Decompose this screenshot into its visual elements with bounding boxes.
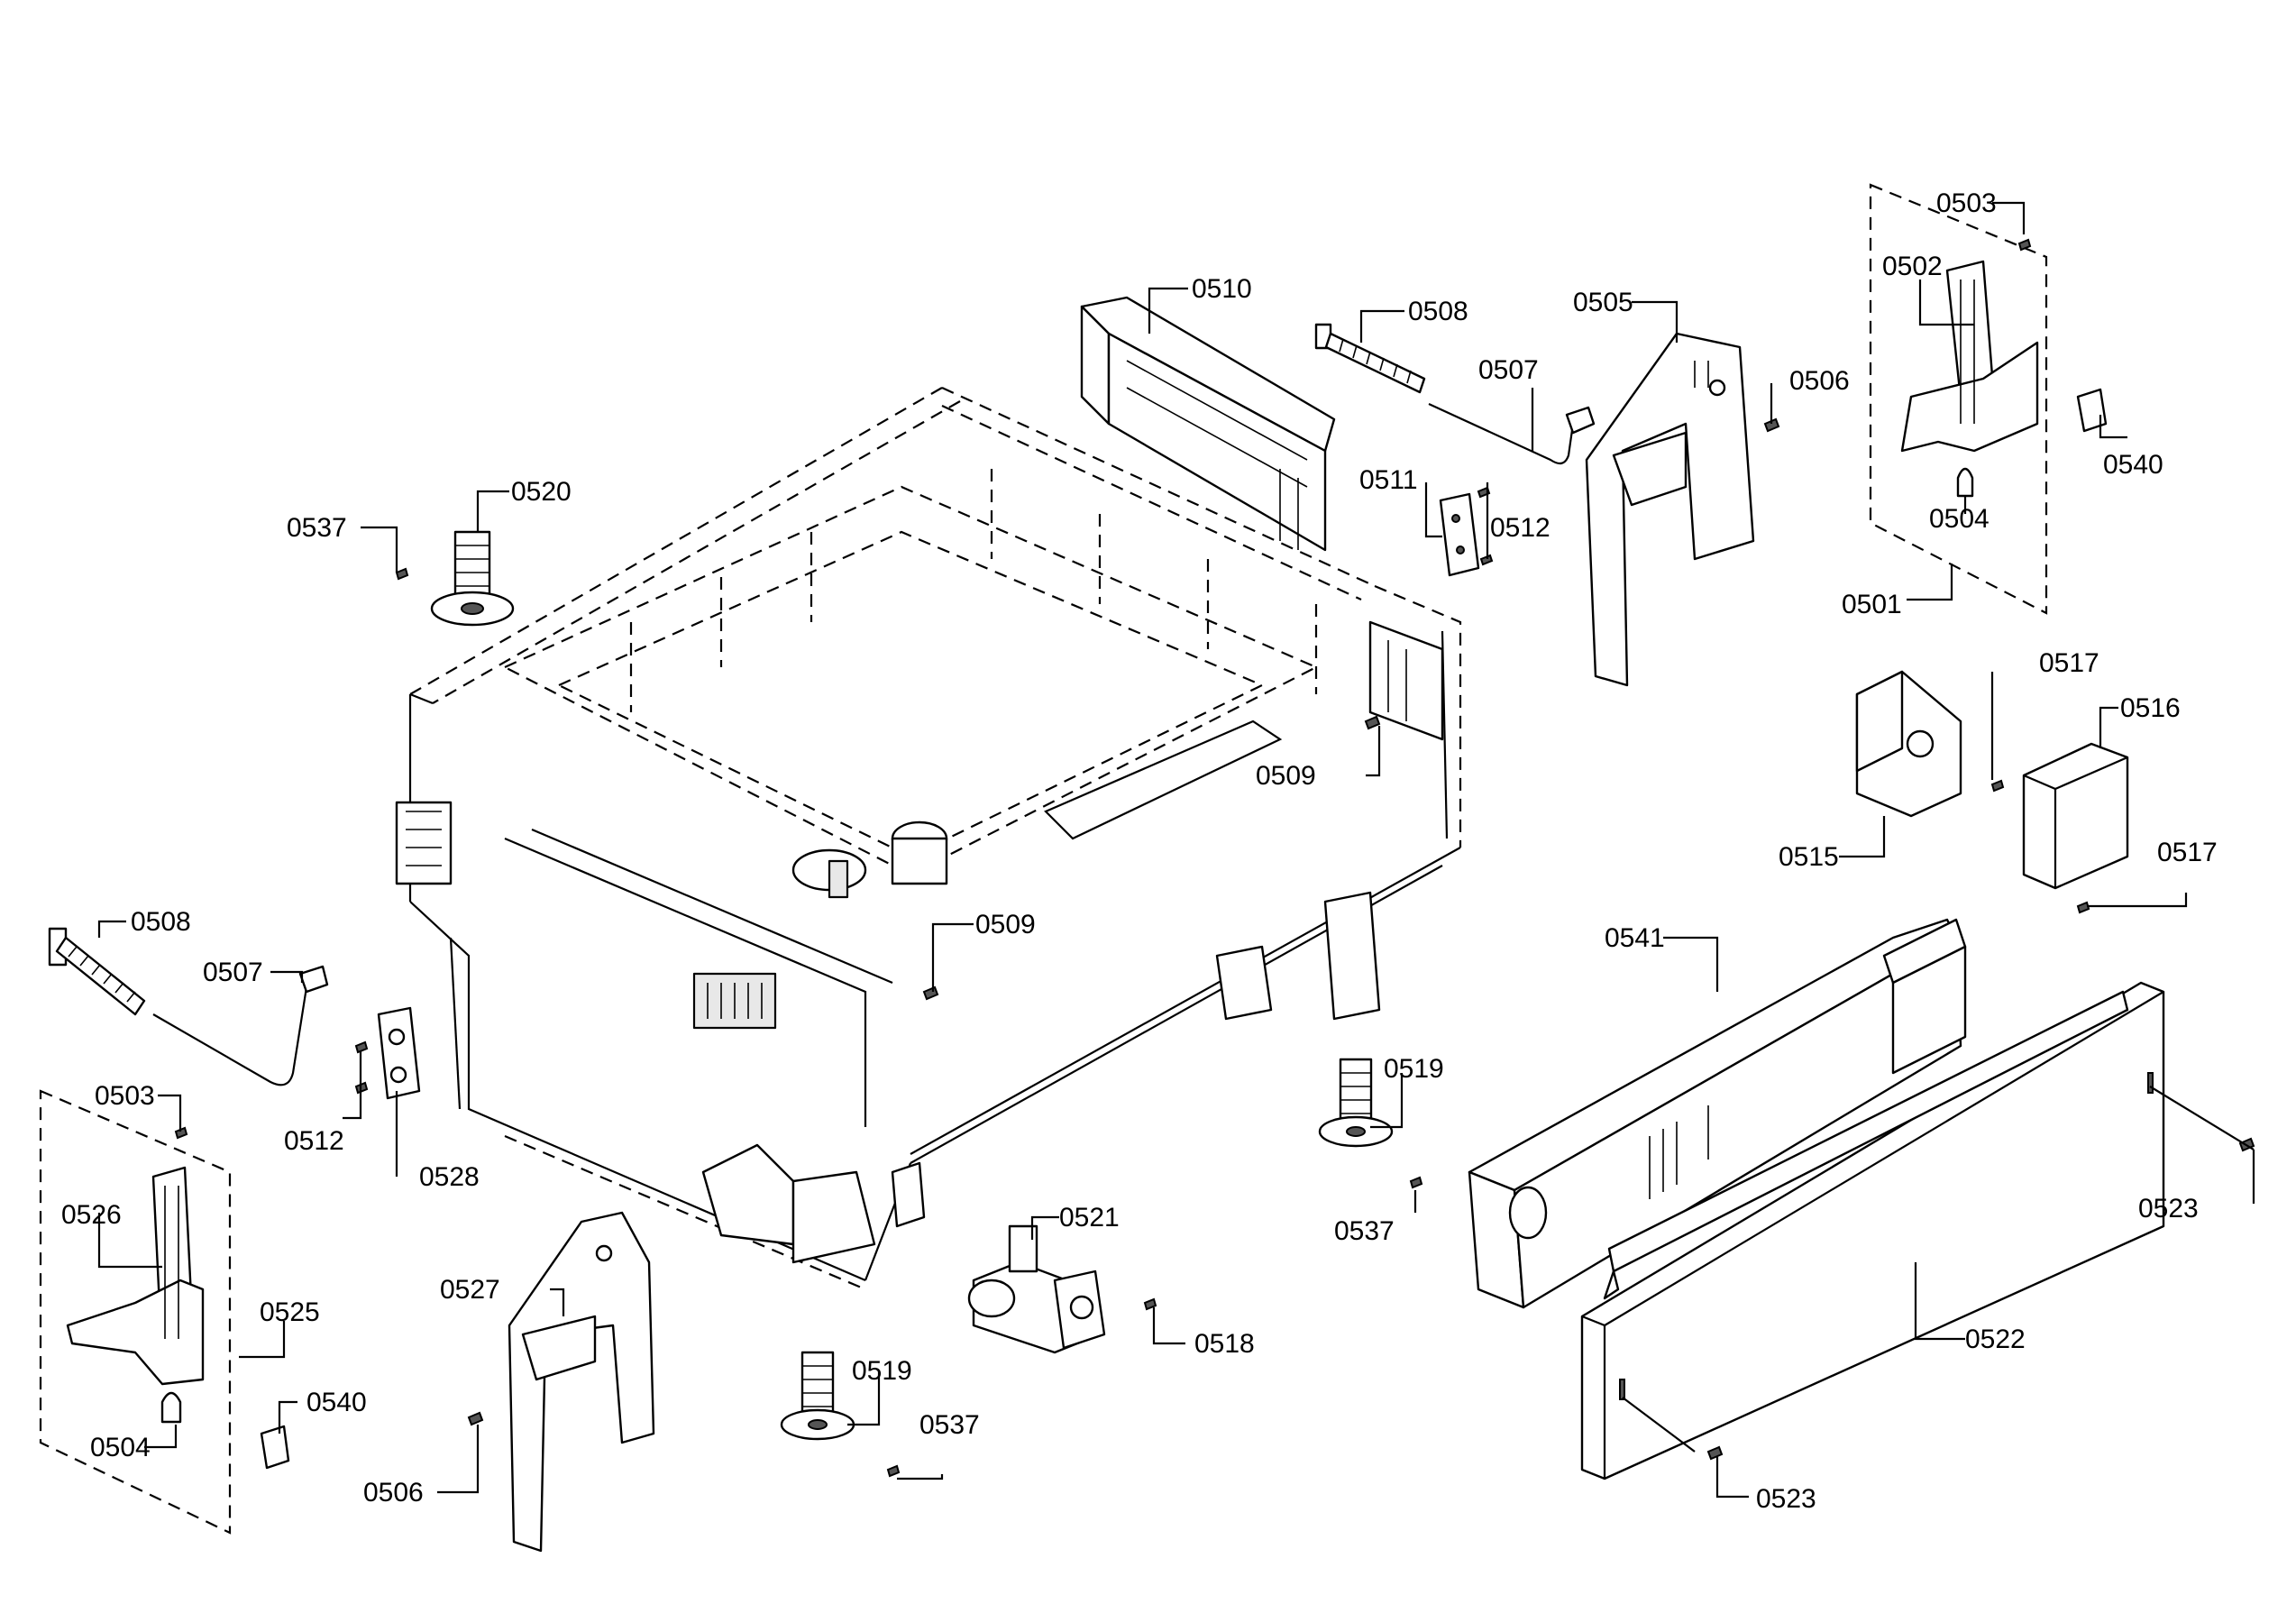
toe-kick-0522 xyxy=(1580,981,2165,1480)
bracket-0511 xyxy=(1439,492,1480,577)
label-0506: 0506 xyxy=(363,1478,424,1508)
label-0510: 0510 xyxy=(1192,274,1252,304)
label-0503: 0503 xyxy=(1936,188,1997,218)
base-tub xyxy=(395,387,1462,1291)
label-0506: 0506 xyxy=(1789,366,1850,396)
hinge-bracket-0505 xyxy=(1585,332,1755,687)
label-0522: 0522 xyxy=(1965,1324,2026,1354)
leveling-leg-0519-right xyxy=(1318,1058,1394,1148)
label-0509: 0509 xyxy=(975,910,1036,939)
label-0526: 0526 xyxy=(61,1200,122,1230)
screw-0523-bottom xyxy=(1706,1445,1724,1461)
leveling-leg-0519-bottom xyxy=(780,1351,855,1441)
leveling-leg-0520 xyxy=(430,530,515,627)
screw-0509-right xyxy=(1364,715,1381,730)
screw-0518 xyxy=(1143,1297,1157,1311)
screw-0503-bottom xyxy=(174,1126,188,1140)
label-0525: 0525 xyxy=(260,1297,320,1327)
screw-0509-center xyxy=(922,985,939,1001)
hinge-assembly-0525 xyxy=(39,1089,232,1535)
label-0503: 0503 xyxy=(95,1081,155,1111)
clip-0540-top xyxy=(2076,388,2108,433)
label-0520: 0520 xyxy=(511,477,572,507)
screw-0506-bottom xyxy=(467,1411,484,1426)
label-0512: 0512 xyxy=(284,1126,344,1156)
part-labels: 0510 0508 0507 0505 0506 0503 0502 0540 … xyxy=(61,188,2218,1514)
label-0540: 0540 xyxy=(306,1388,367,1417)
inner-panel-0541 xyxy=(1468,918,1967,1309)
screw-0537-right xyxy=(1409,1176,1423,1189)
spring-cable-0507-right xyxy=(1428,403,1596,465)
label-0537: 0537 xyxy=(287,513,347,543)
label-0517: 0517 xyxy=(2039,648,2099,678)
label-0511: 0511 xyxy=(1359,465,1418,495)
label-0508: 0508 xyxy=(131,907,191,937)
label-0504: 0504 xyxy=(90,1433,151,1462)
hinge-bracket-0527 xyxy=(508,1211,655,1553)
label-0528: 0528 xyxy=(419,1162,480,1192)
leader-lines xyxy=(97,201,2255,1499)
label-0537: 0537 xyxy=(1334,1216,1395,1246)
door-spring-0508-right xyxy=(1314,323,1426,394)
spring-cable-0507-left xyxy=(152,965,329,1086)
screw-0512-bottom-a xyxy=(354,1040,369,1054)
label-0517: 0517 xyxy=(2157,838,2218,867)
label-0523: 0523 xyxy=(2138,1194,2199,1224)
screw-0537-top xyxy=(395,567,409,581)
label-0518: 0518 xyxy=(1194,1329,1255,1359)
screw-0537-bottom xyxy=(886,1464,901,1478)
label-0505: 0505 xyxy=(1573,288,1633,317)
screw-0517-a xyxy=(1990,779,2005,793)
label-0519: 0519 xyxy=(1384,1054,1444,1084)
screw-0517-b xyxy=(2076,901,2090,914)
label-0519: 0519 xyxy=(852,1356,912,1386)
label-0515: 0515 xyxy=(1779,842,1839,872)
label-0540: 0540 xyxy=(2103,450,2163,480)
label-0507: 0507 xyxy=(203,958,263,987)
label-0507: 0507 xyxy=(1478,355,1539,385)
label-0508: 0508 xyxy=(1408,297,1468,326)
label-0516: 0516 xyxy=(2120,693,2181,723)
bracket-0515 xyxy=(1855,670,1962,818)
label-0523: 0523 xyxy=(1756,1484,1816,1514)
clip-0540-bottom xyxy=(260,1425,290,1470)
label-0521: 0521 xyxy=(1059,1203,1120,1233)
label-0502: 0502 xyxy=(1882,252,1943,281)
inlet-valve-0521 xyxy=(967,1224,1106,1354)
cover-0516 xyxy=(2022,742,2129,890)
hinge-assembly-0501 xyxy=(1869,183,2048,615)
label-0512: 0512 xyxy=(1490,513,1550,543)
label-0527: 0527 xyxy=(440,1275,500,1305)
control-module-0510 xyxy=(1080,296,1336,552)
label-0509: 0509 xyxy=(1256,761,1316,791)
door-spring-0508-left xyxy=(48,927,146,1016)
bracket-0528 xyxy=(377,1006,421,1100)
label-0501: 0501 xyxy=(1842,590,1902,619)
label-0541: 0541 xyxy=(1605,923,1665,953)
label-0504: 0504 xyxy=(1929,504,1990,534)
label-0537: 0537 xyxy=(919,1410,980,1440)
